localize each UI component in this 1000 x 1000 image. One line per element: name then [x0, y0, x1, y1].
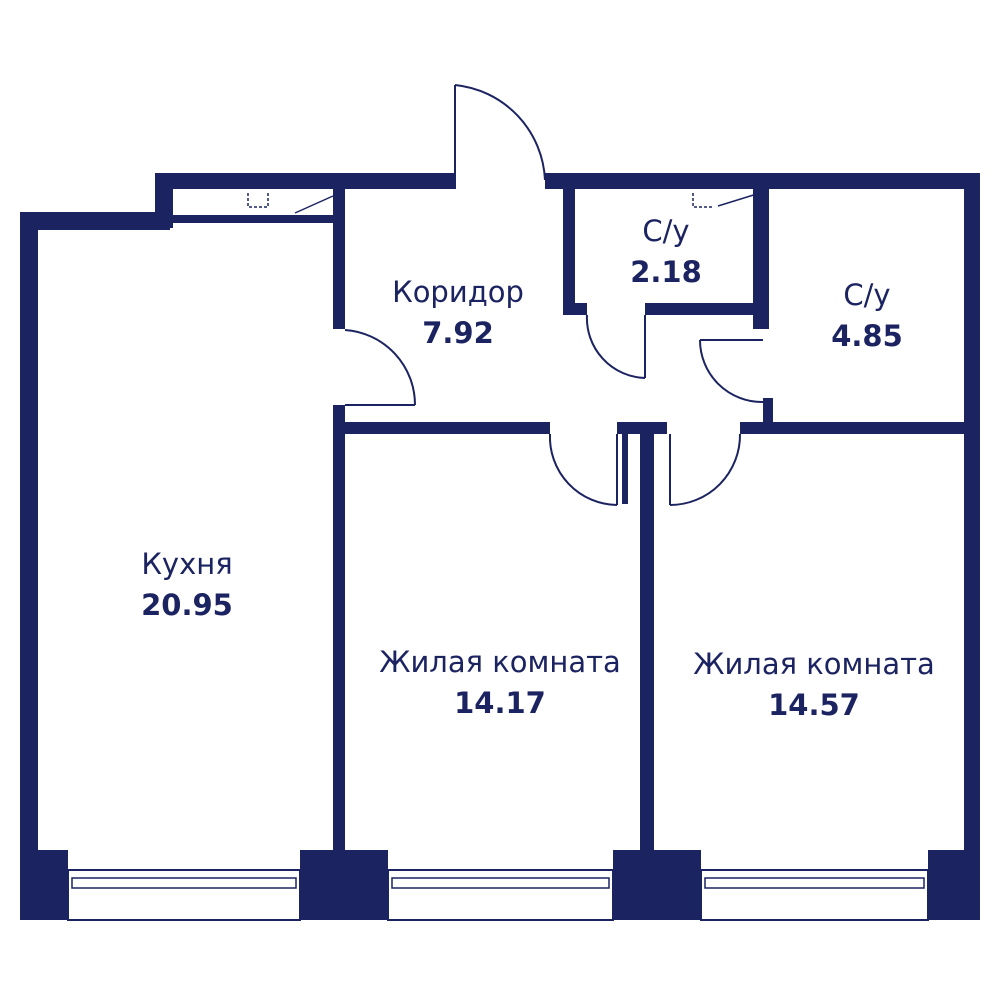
door-bath2-swing [699, 339, 764, 404]
room-corridor-label: Коридор 7.92 [392, 275, 524, 351]
room-bath2-name: С/у [843, 278, 891, 312]
wall-corridor-room2-right [740, 422, 964, 434]
pier-notch-1 [38, 850, 50, 870]
wall-room1-room2 [640, 434, 654, 870]
outer-wall-top-right [545, 173, 980, 189]
room-kitchen-area: 20.95 [141, 588, 233, 623]
fixtures [247, 192, 761, 214]
room-bath1-label: С/у 2.18 [630, 214, 702, 290]
room-corridor-area: 7.92 [422, 316, 494, 351]
wall-bath1-bath2 [753, 189, 769, 329]
wall-bath1-bottom-left [563, 303, 587, 315]
room-kitchen-name: Кухня [141, 547, 233, 581]
wall-closet-stub [622, 434, 628, 504]
wall-bath1-bottom-right [645, 303, 765, 315]
wall-kitchen-room1 [333, 405, 345, 870]
room-living2-label: Жилая комната 14.57 [693, 647, 935, 723]
door-jamb-left [440, 173, 456, 189]
pier-notch-2 [322, 850, 336, 870]
room-bath2-area: 4.85 [831, 319, 903, 354]
shaft-diag-1 [294, 195, 334, 214]
door-room2-swing [669, 433, 742, 506]
shaft-2 [692, 193, 713, 208]
doors [344, 84, 764, 506]
shaft-diag-2 [717, 192, 761, 207]
outer-wall-right [964, 173, 980, 920]
room-bath1-area: 2.18 [630, 255, 702, 290]
room-living1-name: Жилая комната [379, 645, 621, 679]
windows [67, 869, 929, 921]
niche-base [170, 215, 340, 223]
shaft-1 [247, 193, 269, 208]
door-entrance-swing [454, 84, 546, 181]
outer-wall-top-mid [155, 173, 445, 189]
room-bath1-name: С/у [642, 214, 690, 248]
wall-bath2-jamb [763, 398, 773, 432]
wall-kitchen-corridor-upper [333, 189, 345, 329]
room-living1-area: 14.17 [454, 686, 546, 721]
door-room1-swing [548, 433, 618, 506]
room-corridor-name: Коридор [392, 275, 524, 309]
outer-wall-left [20, 212, 38, 920]
wall-bath1-left [563, 189, 575, 313]
room-bath2-label: С/у 4.85 [831, 278, 903, 354]
door-kitchen-swing [344, 329, 417, 406]
wall-corridor-room1-left [345, 422, 550, 434]
room-living1-label: Жилая комната 14.17 [379, 645, 621, 721]
door-bath1-swing [585, 314, 646, 379]
outer-wall-top-left [20, 212, 170, 230]
pier-bottom-3 [613, 850, 701, 920]
room-living2-area: 14.57 [768, 688, 860, 723]
wall-corridor-rooms-mid [617, 422, 667, 434]
walls [20, 173, 980, 920]
room-living2-name: Жилая комната [693, 647, 935, 681]
room-kitchen-label: Кухня 20.95 [141, 547, 233, 623]
pier-notch-4 [950, 850, 964, 870]
